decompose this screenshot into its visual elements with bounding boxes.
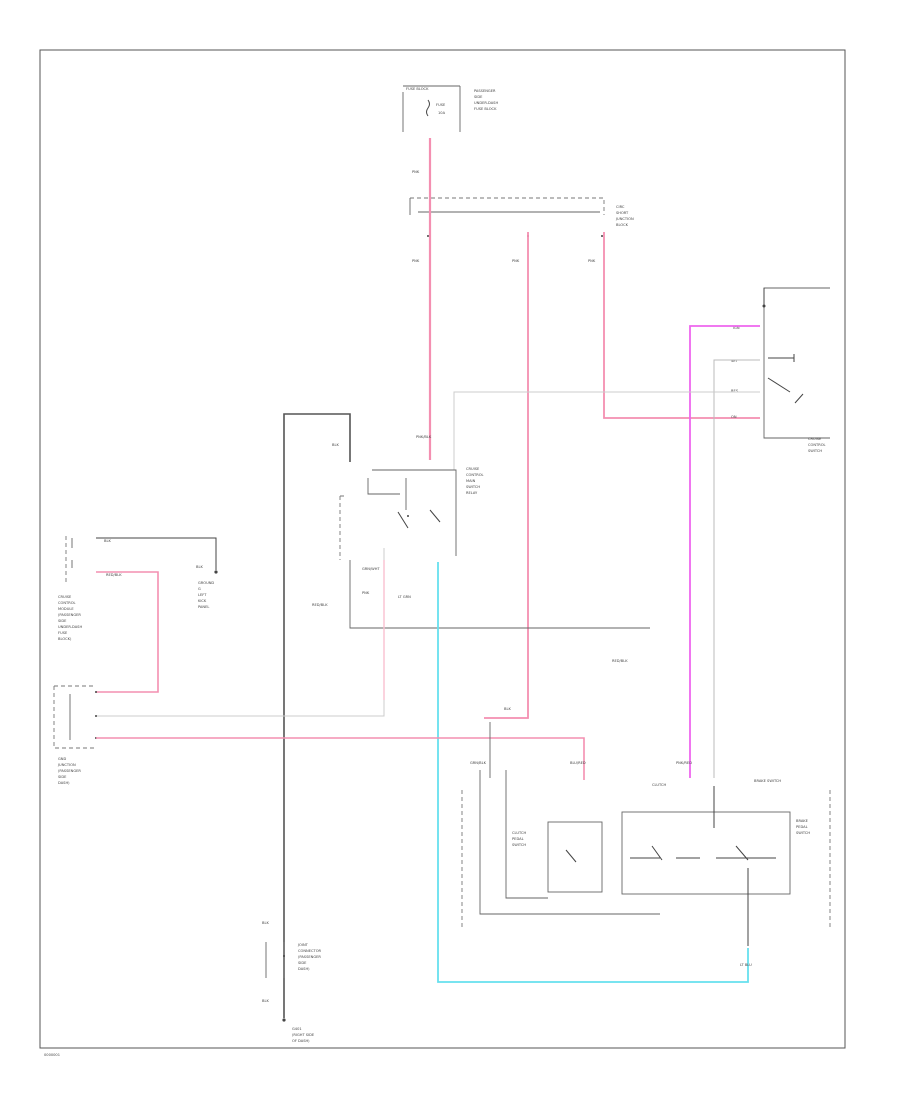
wire-grey-res: [453, 391, 760, 470]
junction-block: CIRC SHORT JUNCTION BLOCK: [409, 197, 634, 237]
wire-label-lt-grn: LT GRN: [398, 595, 411, 599]
brake-switch-label: BRAKE SWITCH: [754, 779, 781, 783]
brake-desc-1: PEDAL: [796, 825, 808, 829]
cruise-module-desc-7: BLOCK): [58, 637, 72, 641]
bottom-junction: BLK BLK JOINT CONNECTOR (PASSENGER SIDE …: [262, 921, 322, 1043]
main-relay: PNK/BLK CRUISE CONTROL MAIN SWITCH RELAY: [339, 435, 484, 560]
bottom-ground-desc-1: (RIGHT SIDE: [292, 1033, 315, 1037]
switch-block: GRN/BLK BLU/RED PNK/RED BLK CLUTCH PEDAL…: [461, 707, 831, 967]
clutch-label: CLUTCH: [652, 783, 666, 787]
wire-label-pnk-a: PNK: [412, 259, 420, 263]
ground-desc-3: KICK: [198, 599, 207, 603]
brake-wire-label: BLU/RED: [570, 761, 586, 765]
wire-pnk-second: [484, 232, 529, 719]
footer-code: 0000001: [44, 1053, 60, 1057]
ground-desc-4: PANEL: [198, 605, 209, 609]
junction-desc-3: BLOCK: [616, 223, 629, 227]
cruise-module: RED/BLK CRUISE CONTROL MODULE (PASSENGER…: [58, 536, 159, 693]
fuse-block-desc-0: PASSENGER: [474, 89, 496, 93]
relay-desc-1: CONTROL: [466, 473, 484, 477]
wire-label-pnk-c: PNK: [588, 259, 596, 263]
brake-desc-2: SWITCH: [796, 831, 810, 835]
clutch-wire-label: GRN/BLK: [470, 761, 487, 765]
bottom-junction-blk-top: BLK: [262, 921, 269, 925]
wire-label-red-blk-2: RED/BLK: [612, 659, 628, 663]
fuse-block: FUSE BLOCK PASSENGER SIDE UNDER-DASH FUS…: [402, 85, 498, 132]
ground-label-blk: BLK: [196, 565, 203, 569]
wire-label-blk-relay: BLK: [332, 443, 339, 447]
ground-desc-0: GROUND: [198, 581, 214, 585]
ground-desc-2: LEFT: [198, 593, 207, 597]
ground-wire-label: BLK: [104, 539, 111, 543]
diagram-frame: [39, 49, 846, 1049]
cruise-switch-desc-0: CRUISE: [808, 437, 822, 441]
ground-block-desc-3: SIDE: [58, 775, 67, 779]
wire-label-grn-wht: GRN/WHT: [362, 567, 380, 571]
relay-desc-0: CRUISE: [466, 467, 480, 471]
bottom-ground-desc-0: G401: [292, 1027, 302, 1031]
ground-desc-1: G: [198, 587, 201, 591]
cruise-module-desc-6: FUSE: [58, 631, 68, 635]
bottom-junction-desc-1: CONNECTOR: [298, 949, 322, 953]
fuse-label-1: 10A: [438, 111, 446, 115]
wire-magenta: [689, 325, 760, 778]
bottom-junction-desc-0: JOINT: [297, 943, 309, 947]
relay-desc-2: MAIN: [466, 479, 476, 483]
ground-point: BLK BLK GROUND G LEFT KICK PANEL: [96, 537, 218, 609]
clutch-desc-1: PEDAL: [512, 837, 524, 841]
cruise-wire-label: PNK/RED: [676, 761, 692, 765]
relay-desc-3: SWITCH: [466, 485, 480, 489]
wire-label-lt-blu: LT BLU: [740, 963, 752, 967]
cruise-module-desc-1: CONTROL: [58, 601, 76, 605]
cruise-module-desc-5: UNDER-DASH: [58, 625, 82, 629]
fuse-label-0: FUSE: [436, 103, 446, 107]
ground-block-desc-2: (PASSENGER: [58, 769, 81, 773]
fuse-icon: [426, 99, 430, 117]
bottom-junction-desc-3: SIDE: [298, 961, 307, 965]
wire-label-red-blk-1: RED/BLK: [312, 603, 328, 607]
clutch-desc-2: SWITCH: [512, 843, 526, 847]
ground-block-desc-0: GND: [58, 757, 66, 761]
junction-desc-2: JUNCTION: [615, 217, 634, 221]
junction-desc-1: SHORT: [616, 211, 629, 215]
clutch-desc-0: CLUTCH: [512, 831, 526, 835]
cruise-module-desc-0: CRUISE: [58, 595, 72, 599]
brake-desc-0: BRAKE: [796, 819, 809, 823]
fuse-block-desc-3: FUSE BLOCK: [474, 107, 497, 111]
relay-desc-4: RELAY: [466, 491, 478, 495]
cruise-module-desc-2: MODULE: [58, 607, 74, 611]
cruise-control-switch: IGN SET RES ON CRUISE CONTROL SWITCH: [731, 287, 830, 453]
bottom-junction-desc-2: (PASSENGER: [298, 955, 321, 959]
ground-block-desc-4: DASH): [58, 781, 70, 785]
cruise-switch-desc-1: CONTROL: [808, 443, 826, 447]
wire-pnk-third: [603, 232, 760, 419]
cruise-module-wire-red-blk: RED/BLK: [106, 573, 122, 577]
wire-label-pnk-b: PNK: [512, 259, 520, 263]
wire-label-blk-2: BLK: [504, 707, 511, 711]
junction-desc-0: CIRC: [616, 205, 625, 209]
wire-cyan: [437, 562, 749, 983]
bottom-ground-desc-2: OF DASH): [292, 1039, 310, 1043]
cruise-module-desc-4: SIDE: [58, 619, 67, 623]
wire-grey-set: [713, 359, 760, 778]
fuse-block-desc-2: UNDER-DASH: [474, 101, 498, 105]
relay-label-pnk-blk: PNK/BLK: [416, 435, 432, 439]
bottom-junction-desc-4: DASH): [298, 967, 310, 971]
wire-label-pnk-top: PNK: [412, 170, 420, 174]
bottom-junction-blk-bottom: BLK: [262, 999, 269, 1003]
wire-label-pnk-mid: PNK: [362, 591, 370, 595]
cruise-switch-set: SET: [731, 359, 739, 363]
fuse-block-desc-1: SIDE: [474, 95, 483, 99]
ground-block: GND JUNCTION (PASSENGER SIDE DASH): [53, 685, 585, 785]
cruise-switch-ign: IGN: [733, 326, 740, 330]
ground-block-desc-1: JUNCTION: [57, 763, 76, 767]
cruise-switch-desc-2: SWITCH: [808, 449, 822, 453]
cruise-switch-on: ON: [731, 415, 737, 419]
cruise-module-desc-3: (PASSENGER: [58, 613, 81, 617]
cruise-switch-res: RES: [731, 389, 739, 393]
fuse-block-label: FUSE BLOCK: [406, 87, 429, 91]
